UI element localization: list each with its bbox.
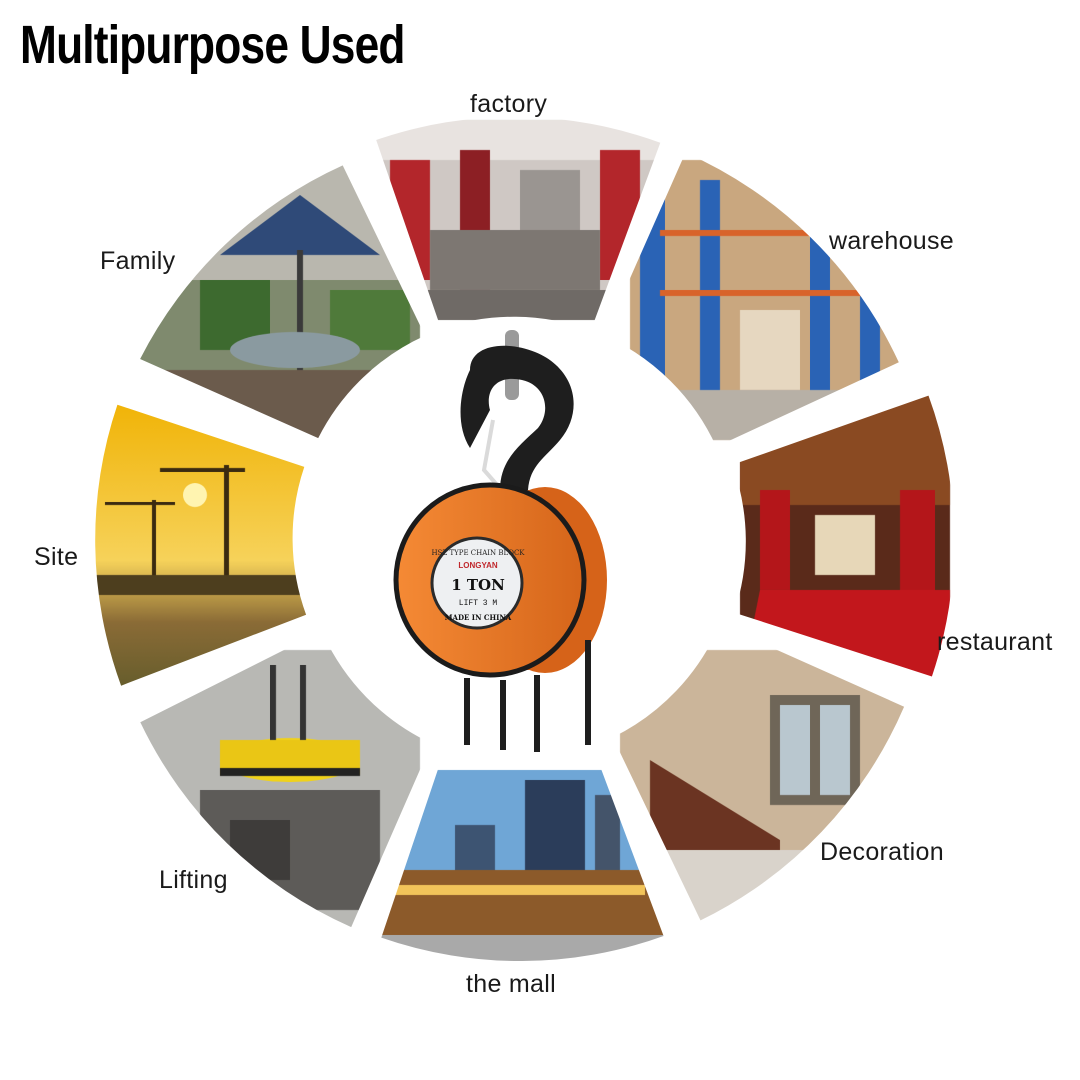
label-decoration: Decoration bbox=[820, 838, 944, 866]
badge-capacity: 1 TON bbox=[451, 576, 505, 594]
label-factory: factory bbox=[470, 90, 548, 118]
label-site: Site bbox=[34, 543, 79, 571]
segment-lifting bbox=[140, 631, 432, 928]
segment-site bbox=[95, 404, 307, 686]
badge-brand: LONGYAN bbox=[458, 561, 497, 570]
headline: Multipurpose Used bbox=[20, 15, 405, 75]
badge-type: HSZ TYPE CHAIN BLOCK bbox=[431, 549, 525, 557]
label-family: Family bbox=[100, 247, 176, 275]
label-restaurant: restaurant bbox=[937, 628, 1053, 656]
label-warehouse: warehouse bbox=[829, 227, 955, 255]
segment-decoration bbox=[612, 624, 905, 921]
segment-family bbox=[140, 165, 425, 439]
segment-warehouse bbox=[604, 152, 899, 447]
label-mall: the mall bbox=[466, 970, 556, 998]
badge-lift: LIFT 3 M bbox=[459, 599, 498, 608]
segment-factory bbox=[376, 116, 661, 331]
chain-block-illustration bbox=[393, 330, 607, 752]
label-lifting: Lifting bbox=[159, 866, 228, 894]
hook-icon bbox=[460, 345, 574, 490]
segment-mall bbox=[381, 748, 664, 962]
badge-origin: MADE IN CHINA bbox=[445, 613, 512, 622]
segment-restaurant bbox=[732, 395, 955, 677]
chains bbox=[464, 640, 591, 752]
